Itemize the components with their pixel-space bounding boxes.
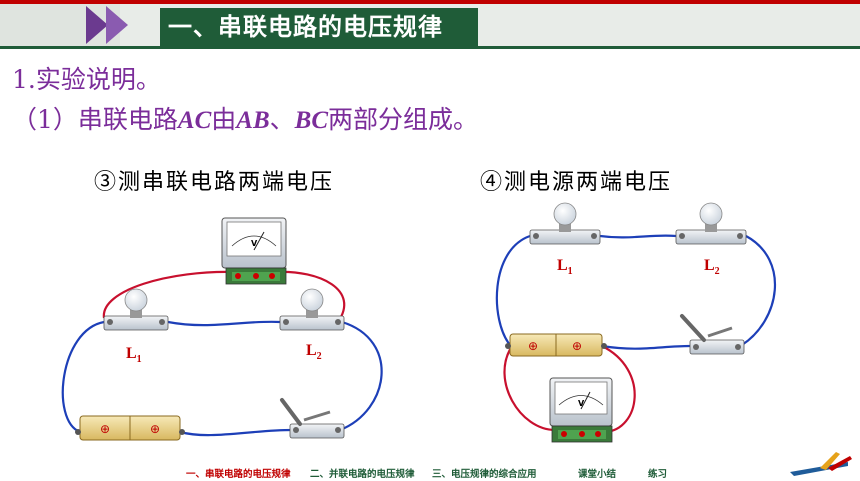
- switch-icon: [280, 398, 345, 439]
- battery-plus-1: ⊕: [100, 422, 110, 436]
- header-divider: [0, 46, 860, 49]
- bulb-l1-icon: [103, 288, 169, 331]
- left-circuit: V L1 L2 ⊕ ⊕: [61, 217, 383, 441]
- voltmeter-icon: V: [549, 377, 613, 443]
- battery-icon: ⊕ ⊕: [505, 333, 607, 357]
- bulb-l1-icon: [529, 202, 601, 245]
- chevron-icon: [106, 6, 128, 44]
- desc-sep: 、: [269, 105, 295, 134]
- description-line: （1）串联电路AC由AB、BC两部分组成。: [12, 100, 478, 136]
- left-bulb2-label: L2: [306, 342, 322, 362]
- desc-ab: AB: [236, 107, 270, 134]
- right-meter-symbol: V: [578, 399, 585, 408]
- footer-item-application[interactable]: 三、电压规律的综合应用: [432, 469, 537, 480]
- footer-logo-icon: [790, 452, 852, 476]
- bulb-l2-icon: [279, 288, 345, 331]
- footer-item-parallel[interactable]: 二、并联电路的电压规律: [310, 469, 415, 480]
- battery-plus-2: ⊕: [572, 339, 582, 353]
- right-bulb1-label: L1: [557, 257, 573, 277]
- battery-icon: ⊕ ⊕: [75, 415, 185, 441]
- desc-suffix: 两部分组成。: [328, 105, 479, 134]
- footer-nav: 一、串联电路的电压规律 二、并联电路的电压规律 三、电压规律的综合应用 课堂小结…: [0, 464, 860, 481]
- desc-prefix: （1）串联电路: [12, 105, 178, 134]
- chevron-icon: [86, 6, 108, 44]
- section-title: 一、串联电路的电压规律: [160, 8, 478, 46]
- caption-left: ③测串联电路两端电压: [94, 170, 335, 195]
- bulb-l2-icon: [675, 202, 747, 245]
- right-circuit: L1 L2 ⊕ ⊕: [495, 202, 777, 443]
- footer-item-series[interactable]: 一、串联电路的电压规律: [186, 469, 291, 480]
- caption-right: ④测电源两端电压: [480, 170, 673, 195]
- desc-bc: BC: [294, 107, 329, 134]
- desc-ac: AC: [177, 107, 212, 134]
- heading-experiment: 1.实验说明。: [12, 65, 161, 94]
- battery-plus-1: ⊕: [528, 339, 538, 353]
- right-bulb2-label: L2: [704, 257, 720, 277]
- left-bulb1-label: L1: [126, 345, 142, 365]
- footer-item-summary[interactable]: 课堂小结: [578, 469, 617, 480]
- voltmeter-icon: V: [221, 217, 287, 285]
- switch-icon: [680, 314, 745, 355]
- battery-plus-2: ⊕: [150, 422, 160, 436]
- desc-mid: 由: [211, 105, 237, 134]
- footer-item-exercise[interactable]: 练习: [648, 469, 668, 480]
- left-meter-symbol: V: [251, 239, 258, 248]
- top-red-bar: [0, 0, 860, 4]
